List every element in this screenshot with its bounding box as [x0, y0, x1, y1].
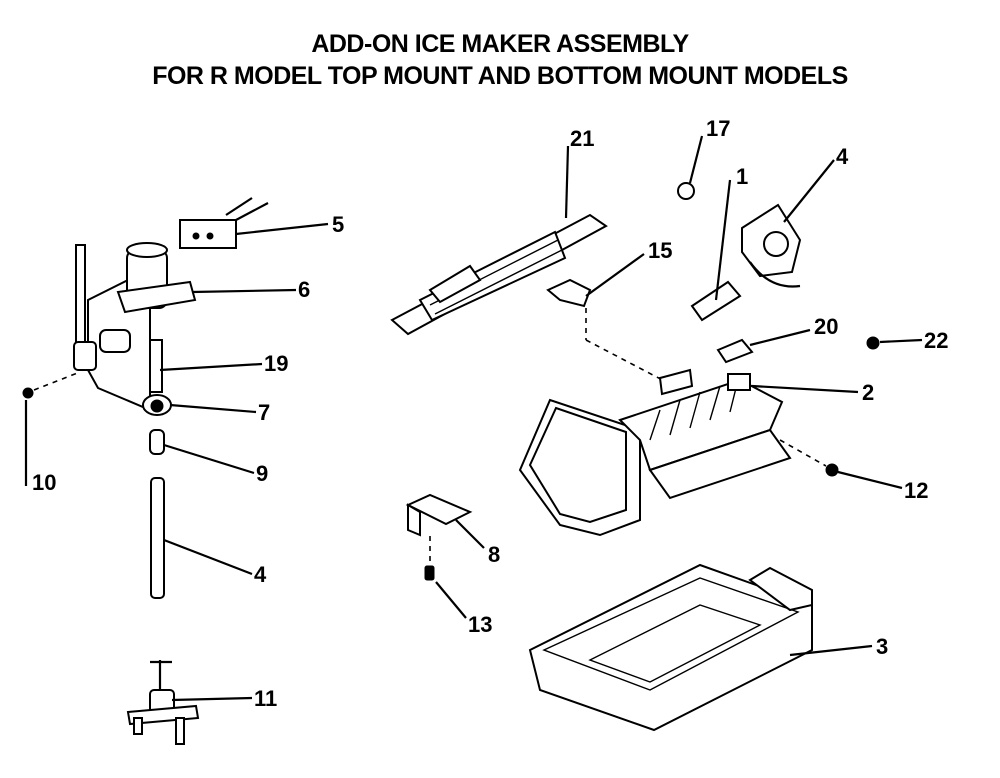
- callout-21: 21: [570, 126, 594, 151]
- saddle-valve-bolt: [175, 717, 185, 745]
- ice-maker-body: [518, 368, 827, 537]
- callout-6: 6: [298, 277, 310, 302]
- screw-12-guide: [779, 439, 827, 467]
- wire-connector: [179, 197, 269, 249]
- fill-tube-upper: [75, 244, 86, 346]
- leader-7: [169, 403, 257, 414]
- callout-9: 9: [256, 461, 268, 486]
- leader-3: [789, 644, 873, 657]
- callout-10: 10: [32, 470, 56, 495]
- leader-20: [749, 328, 811, 347]
- screw-10: [22, 387, 34, 399]
- leader-6: [191, 288, 297, 294]
- leader-4-left: [163, 538, 253, 576]
- connector-pin-a: [192, 232, 200, 240]
- fill-cup-ribbed-body: [418, 230, 567, 322]
- leader-21: [564, 145, 570, 219]
- connector-wire-a: [225, 197, 253, 216]
- leader-1: [714, 179, 732, 301]
- leader-2: [751, 384, 859, 394]
- callout-numbers: 5 6 19 7 9 10 4 11 21 17 1 4 15 20 22 2 …: [32, 116, 948, 711]
- ferrule-sleeve: [149, 429, 165, 455]
- callout-15: 15: [648, 238, 672, 263]
- ice-mold-side: [648, 428, 792, 500]
- solenoid-coil: [99, 329, 131, 353]
- harness-wire: [749, 261, 801, 288]
- screw-22: [866, 336, 880, 350]
- bracket-8-flange: [407, 503, 421, 537]
- callout-1: 1: [736, 164, 748, 189]
- leader-15: [585, 253, 645, 297]
- leader-22: [879, 338, 923, 344]
- screw-17: [677, 182, 695, 200]
- leader-9: [163, 443, 255, 475]
- mounting-bracket-8: [405, 493, 473, 526]
- valve-body-top: [126, 242, 168, 258]
- callout-4-left: 4: [254, 562, 267, 587]
- callout-8: 8: [488, 542, 500, 567]
- clip-20: [716, 338, 754, 364]
- leader-12: [837, 470, 903, 490]
- leader-19: [159, 362, 263, 372]
- leader-13: [435, 581, 467, 619]
- saddle-valve: [126, 660, 200, 745]
- callout-2: 2: [862, 380, 874, 405]
- water-tube-lower: [150, 477, 165, 599]
- connector-pin-b: [206, 232, 214, 240]
- leader-8: [455, 519, 485, 549]
- callout-3: 3: [876, 634, 888, 659]
- screw-10-guide: [33, 371, 81, 391]
- leader-lines: [159, 145, 923, 702]
- wire-harness-right: [741, 203, 802, 288]
- harness-grommet: [763, 231, 789, 257]
- callout-5: 5: [332, 212, 344, 237]
- ice-bin-floor: [588, 604, 762, 683]
- ice-bin-lip: [748, 566, 813, 612]
- ice-storage-bin: [528, 563, 813, 732]
- saddle-valve-bolt-left: [133, 717, 143, 735]
- callout-7: 7: [258, 400, 270, 425]
- ice-maker-fill-inlet: [727, 373, 751, 391]
- ice-bin-rim: [542, 577, 800, 691]
- callout-19: 19: [264, 351, 288, 376]
- callout-4-right: 4: [836, 144, 849, 169]
- leader-11: [171, 696, 253, 702]
- leader-5: [235, 222, 329, 236]
- valve-outlet-stem: [149, 339, 163, 393]
- fill-cup-handle: [428, 264, 482, 304]
- leader-17: [688, 135, 704, 184]
- end-cover-inner: [528, 406, 627, 524]
- screw-13: [424, 565, 435, 581]
- connector-wire-b: [235, 202, 269, 221]
- leader-4-right: [783, 159, 835, 223]
- inlet-fitting: [73, 341, 97, 371]
- ejector-fingers: [649, 379, 739, 441]
- diagram-subtitle: FOR R MODEL TOP MOUNT AND BOTTOM MOUNT M…: [152, 62, 848, 90]
- ice-bin-outer: [528, 563, 813, 732]
- retainer-clip-15: [546, 278, 592, 308]
- fill-cup-ribs-2: [434, 249, 563, 315]
- water-valve-assembly: [22, 242, 197, 599]
- fill-tube-1: [690, 280, 742, 322]
- clip-guide-d: [585, 339, 673, 386]
- valve-flange: [116, 280, 197, 314]
- callout-11: 11: [254, 686, 277, 711]
- callout-12: 12: [904, 478, 928, 503]
- callout-20: 20: [814, 314, 838, 339]
- diagram-title: ADD-ON ICE MAKER ASSEMBLY: [311, 30, 689, 58]
- screw-12: [825, 463, 839, 477]
- callout-22: 22: [924, 328, 948, 353]
- outlet-nut-hole: [150, 399, 164, 413]
- callout-13: 13: [468, 612, 492, 637]
- fill-cup-assembly: [390, 213, 608, 336]
- callout-17: 17: [706, 116, 730, 141]
- mold-bracket: [658, 368, 694, 396]
